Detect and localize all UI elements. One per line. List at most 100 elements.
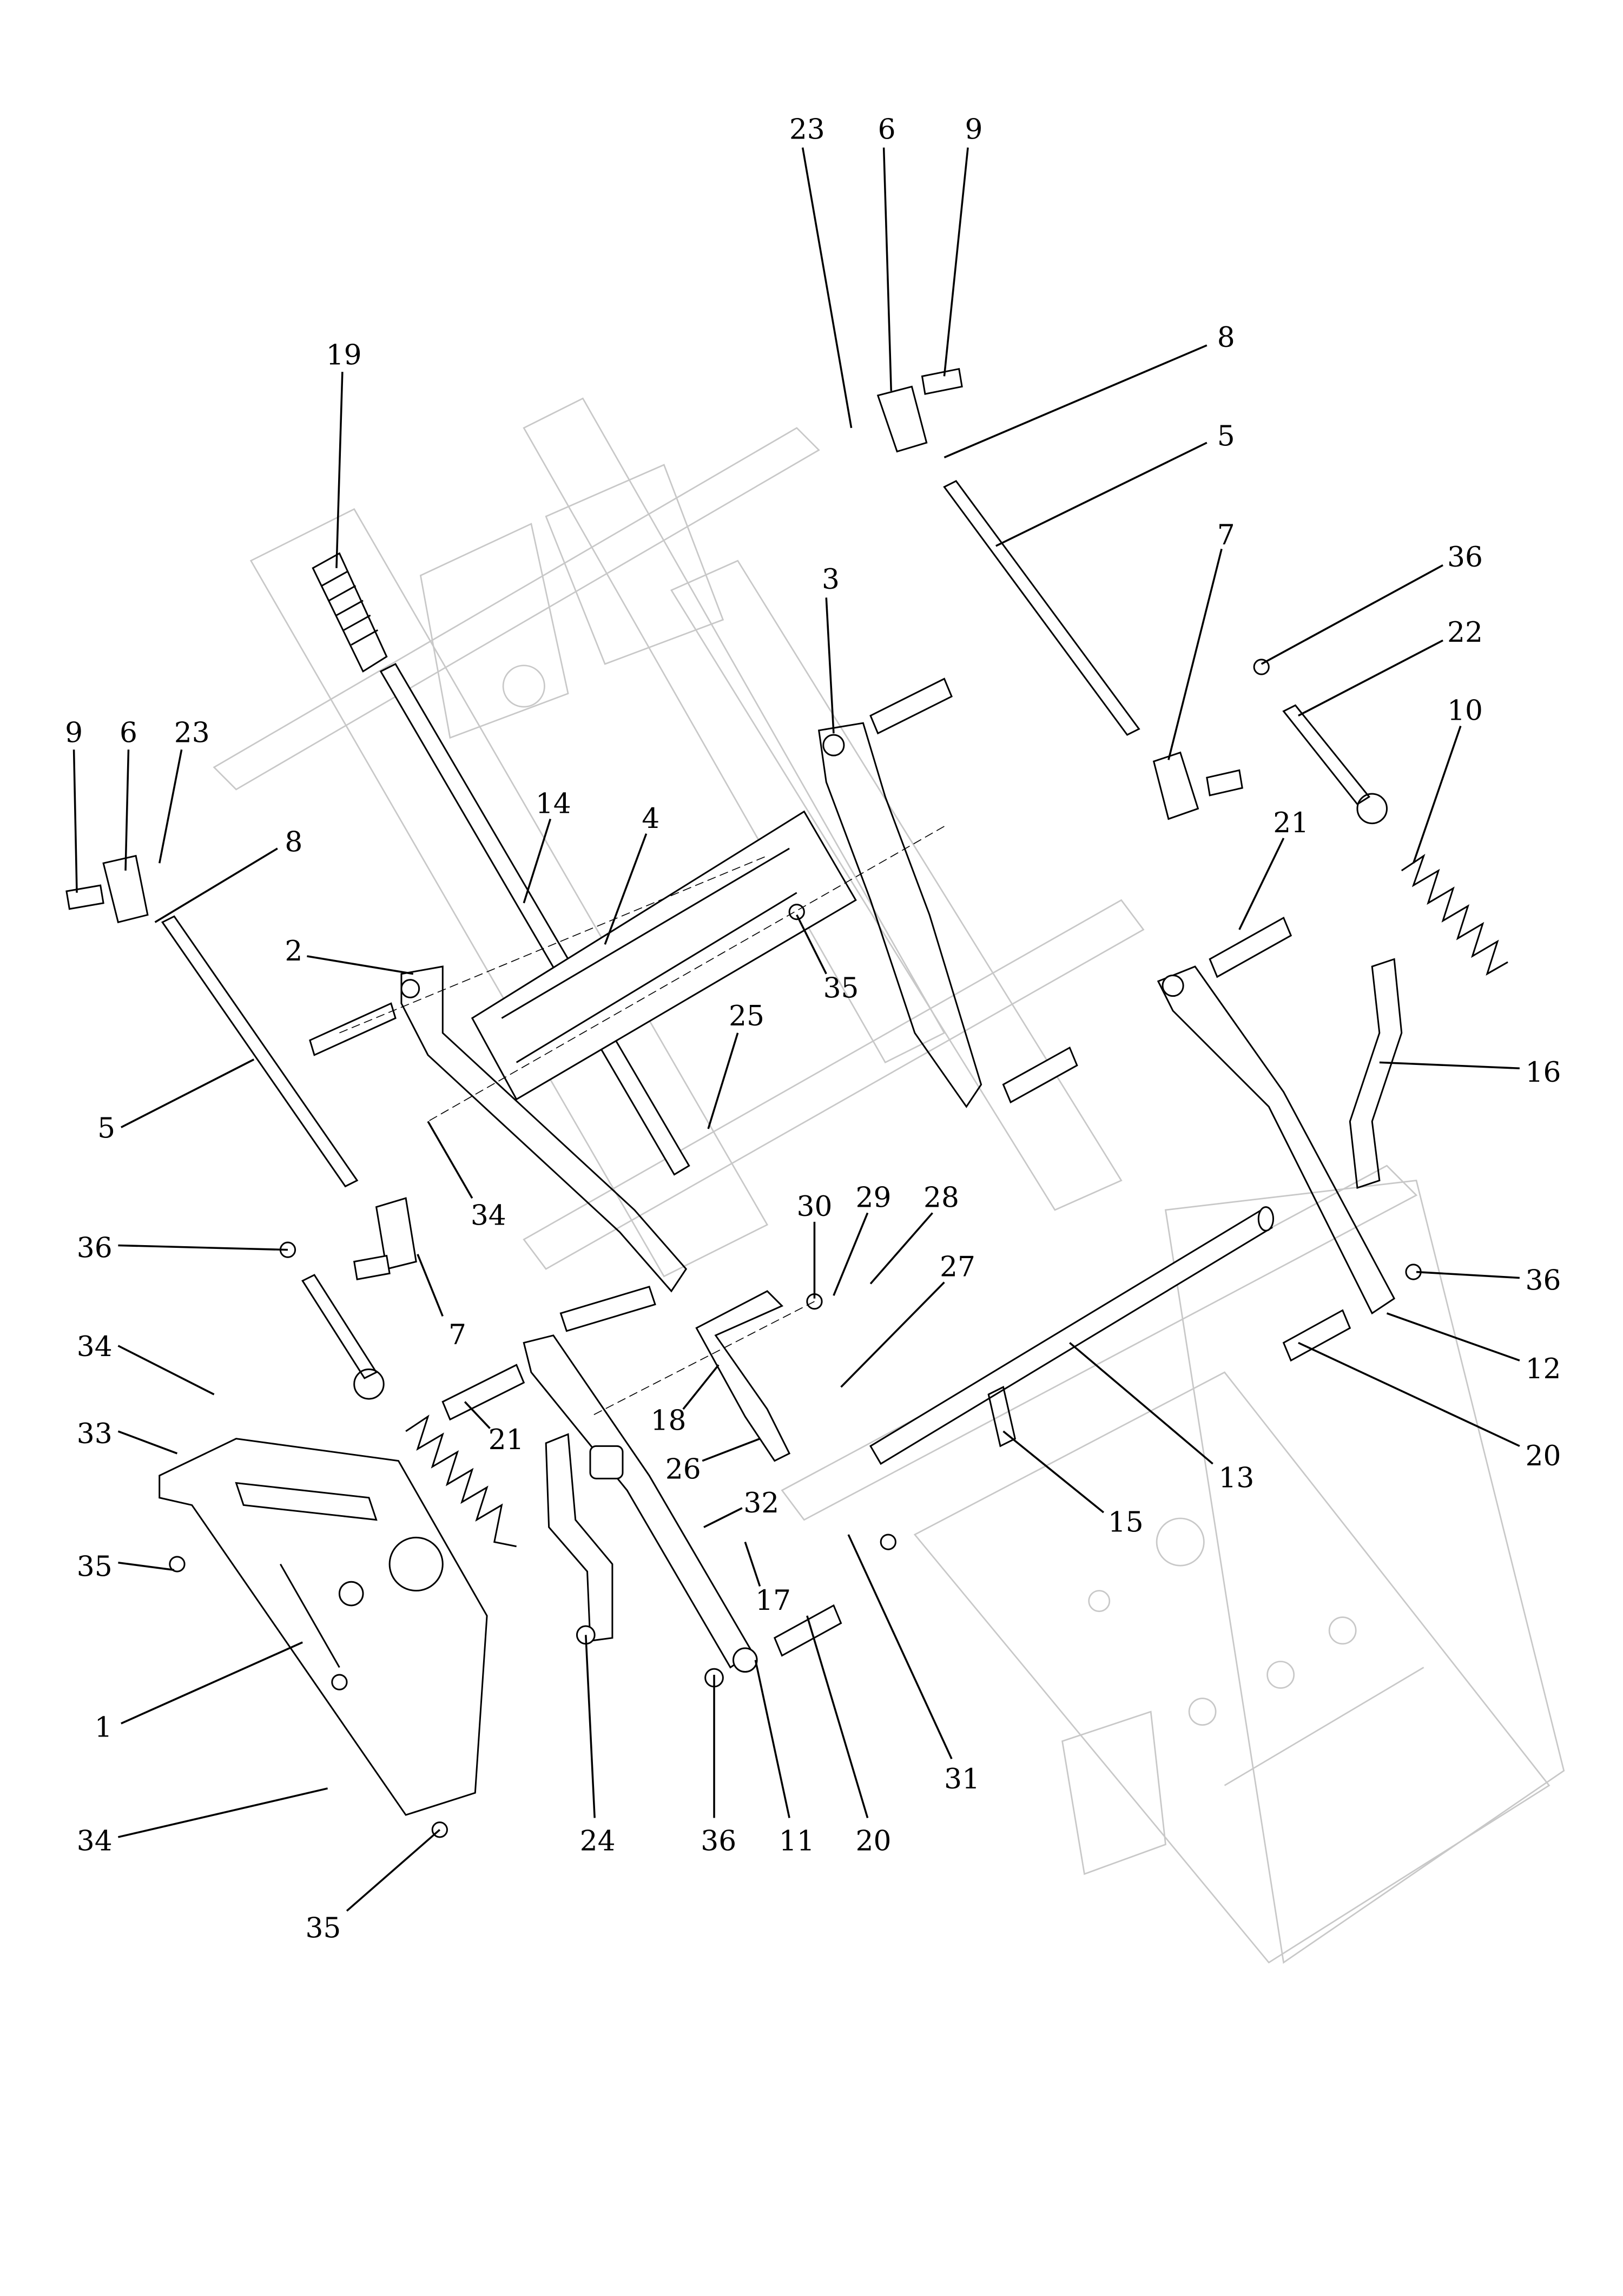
control-rod-14 <box>312 552 690 1176</box>
arm-12 <box>1157 965 1396 1315</box>
spring-10 <box>1282 704 1508 976</box>
callout-7-left: 7 <box>417 1254 466 1351</box>
callout-number: 12 <box>1526 1353 1561 1385</box>
callout-32: 32 <box>703 1487 779 1528</box>
callout-13: 13 <box>1069 1342 1254 1495</box>
callout-31: 31 <box>847 1534 980 1795</box>
callout-6-top: 6 <box>878 113 896 391</box>
callout-number: 1 <box>95 1712 113 1744</box>
callout-number: 35 <box>305 1912 341 1944</box>
callout-number: 15 <box>1108 1506 1144 1538</box>
callout-number: 14 <box>536 788 571 820</box>
callout-20-right: 20 <box>1298 1341 1561 1472</box>
callout-number: 34 <box>77 1331 113 1363</box>
callout-number: 17 <box>755 1584 791 1617</box>
callout-36-a: 36 <box>1261 541 1483 665</box>
callout-5-left: 5 <box>97 1058 255 1144</box>
callout-9-top: 9 <box>943 113 982 377</box>
callout-34-bottom: 34 <box>77 1787 328 1857</box>
callout-10: 10 <box>1412 695 1483 864</box>
mounting-plate-1 <box>159 1438 488 1816</box>
callout-number: 28 <box>923 1182 959 1214</box>
callout-number: 34 <box>77 1825 113 1857</box>
callout-2: 2 <box>285 935 414 975</box>
callout-number: 11 <box>779 1825 815 1857</box>
callout-number: 27 <box>940 1251 975 1284</box>
background-frame <box>213 397 1565 1964</box>
arm-2 <box>400 965 688 1293</box>
callout-number: 26 <box>665 1453 701 1485</box>
callout-7-top: 7 <box>1167 519 1235 760</box>
callout-number: 32 <box>743 1487 779 1519</box>
callout-35-mid: 35 <box>796 914 859 1004</box>
bracket-15 <box>987 1386 1017 1448</box>
callout-number: 2 <box>285 935 302 968</box>
callout-5-top: 5 <box>995 420 1235 547</box>
callout-number: 20 <box>856 1825 892 1857</box>
callout-26: 26 <box>665 1438 761 1485</box>
callout-23-left: 23 <box>158 717 210 864</box>
callout-number: 24 <box>580 1825 616 1857</box>
callout-33: 33 <box>77 1418 178 1455</box>
callout-number: 18 <box>651 1404 687 1437</box>
callout-27: 27 <box>840 1251 975 1388</box>
callout-22: 22 <box>1298 616 1483 717</box>
callout-35-left: 35 <box>77 1550 175 1583</box>
callout-number: 35 <box>823 972 859 1004</box>
callout-number: 20 <box>1526 1440 1561 1472</box>
callout-20-bottom: 20 <box>806 1615 892 1857</box>
callout-28: 28 <box>869 1182 959 1285</box>
callout-30: 30 <box>796 1190 832 1299</box>
callout-number: 22 <box>1447 616 1483 649</box>
arm-24 <box>545 1433 624 1642</box>
callout-9-left: 9 <box>65 717 83 893</box>
callout-number: 8 <box>285 826 302 858</box>
callout-16: 16 <box>1379 1056 1561 1089</box>
callout-29: 29 <box>833 1182 892 1296</box>
arm-3 <box>817 722 982 1108</box>
plate-18 <box>695 1290 791 1462</box>
callout-number: 36 <box>1447 541 1483 574</box>
callout-number: 21 <box>1273 807 1309 839</box>
callout-15: 15 <box>1002 1430 1144 1538</box>
callout-19: 19 <box>326 339 362 568</box>
callout-number: 31 <box>944 1763 980 1795</box>
callout-8-top: 8 <box>944 321 1235 458</box>
callout-3: 3 <box>822 563 840 734</box>
callout-number: 29 <box>856 1182 892 1214</box>
callout-number: 7 <box>448 1319 466 1351</box>
adjust-rod-upper <box>876 367 1243 820</box>
callout-number: 23 <box>174 717 210 749</box>
callout-number: 25 <box>729 1000 764 1032</box>
callout-number: 30 <box>796 1190 832 1223</box>
callout-34-left: 34 <box>77 1331 215 1396</box>
adjust-rod-left <box>65 854 417 1280</box>
callout-11: 11 <box>754 1660 815 1857</box>
callout-number: 19 <box>326 339 362 372</box>
callout-number: 6 <box>120 717 137 749</box>
callout-number: 7 <box>1217 519 1235 551</box>
callout-number: 16 <box>1526 1056 1561 1089</box>
callout-36-right: 36 <box>1416 1264 1561 1297</box>
fasteners <box>169 659 1422 1838</box>
callout-6-left: 6 <box>120 717 137 871</box>
callout-34-mid: 34 <box>427 1121 506 1232</box>
callout-12: 12 <box>1386 1312 1561 1385</box>
callout-number: 3 <box>822 563 840 596</box>
cross-shaft-13 <box>869 1206 1275 1465</box>
callout-number: 9 <box>65 717 83 749</box>
arm-16 <box>1349 958 1403 1189</box>
callout-number: 5 <box>97 1112 115 1144</box>
callout-35-bottom: 35 <box>305 1828 440 1944</box>
callout-21-left: 21 <box>464 1401 524 1456</box>
callout-number: 6 <box>878 113 896 146</box>
callout-number: 36 <box>701 1825 736 1857</box>
callout-number: 33 <box>77 1418 113 1450</box>
callout-25: 25 <box>707 1000 764 1129</box>
callout-number: 21 <box>489 1424 524 1456</box>
callout-21-right: 21 <box>1238 807 1309 930</box>
callout-17: 17 <box>744 1542 791 1617</box>
callout-number: 5 <box>1217 420 1235 453</box>
callout-number: 23 <box>789 113 825 146</box>
